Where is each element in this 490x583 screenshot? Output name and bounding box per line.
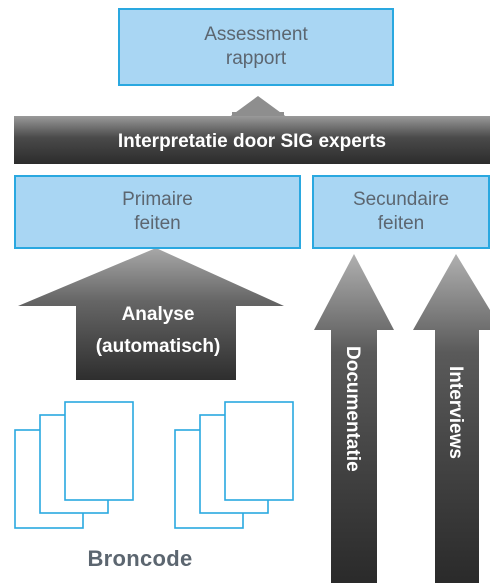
source-code-label: Broncode — [87, 546, 193, 571]
analysis-arrow-line2: (automatisch) — [96, 336, 221, 357]
interviews-arrow — [413, 254, 490, 583]
analysis-arrow-line1: Analyse — [122, 304, 195, 325]
analysis-arrow — [18, 248, 284, 380]
documentation-arrow-label: Documentatie — [342, 346, 363, 472]
interviews-arrow-label: Interviews — [445, 366, 466, 459]
secondary-facts-line2: feiten — [377, 213, 425, 234]
documentation-arrow — [314, 254, 394, 583]
interpretation-bar-label: Interpretatie door SIG experts — [118, 131, 386, 152]
secondary-facts-box: Secundaire feiten — [312, 175, 490, 249]
interpretation-bar — [14, 116, 490, 164]
primary-facts-line2: feiten — [134, 213, 181, 234]
document-stack-left — [14, 401, 134, 529]
document-page — [64, 401, 134, 501]
primary-facts-line1: Primaire — [122, 189, 193, 210]
primary-facts-box: Primaire feiten — [14, 175, 301, 249]
document-page — [224, 401, 294, 501]
assessment-report-line1: Assessment — [204, 24, 308, 45]
document-stack-right — [174, 401, 294, 529]
assessment-report-line2: rapport — [225, 48, 287, 69]
secondary-facts-line1: Secundaire — [352, 189, 450, 210]
assessment-report-box: Assessment rapport — [118, 8, 394, 86]
